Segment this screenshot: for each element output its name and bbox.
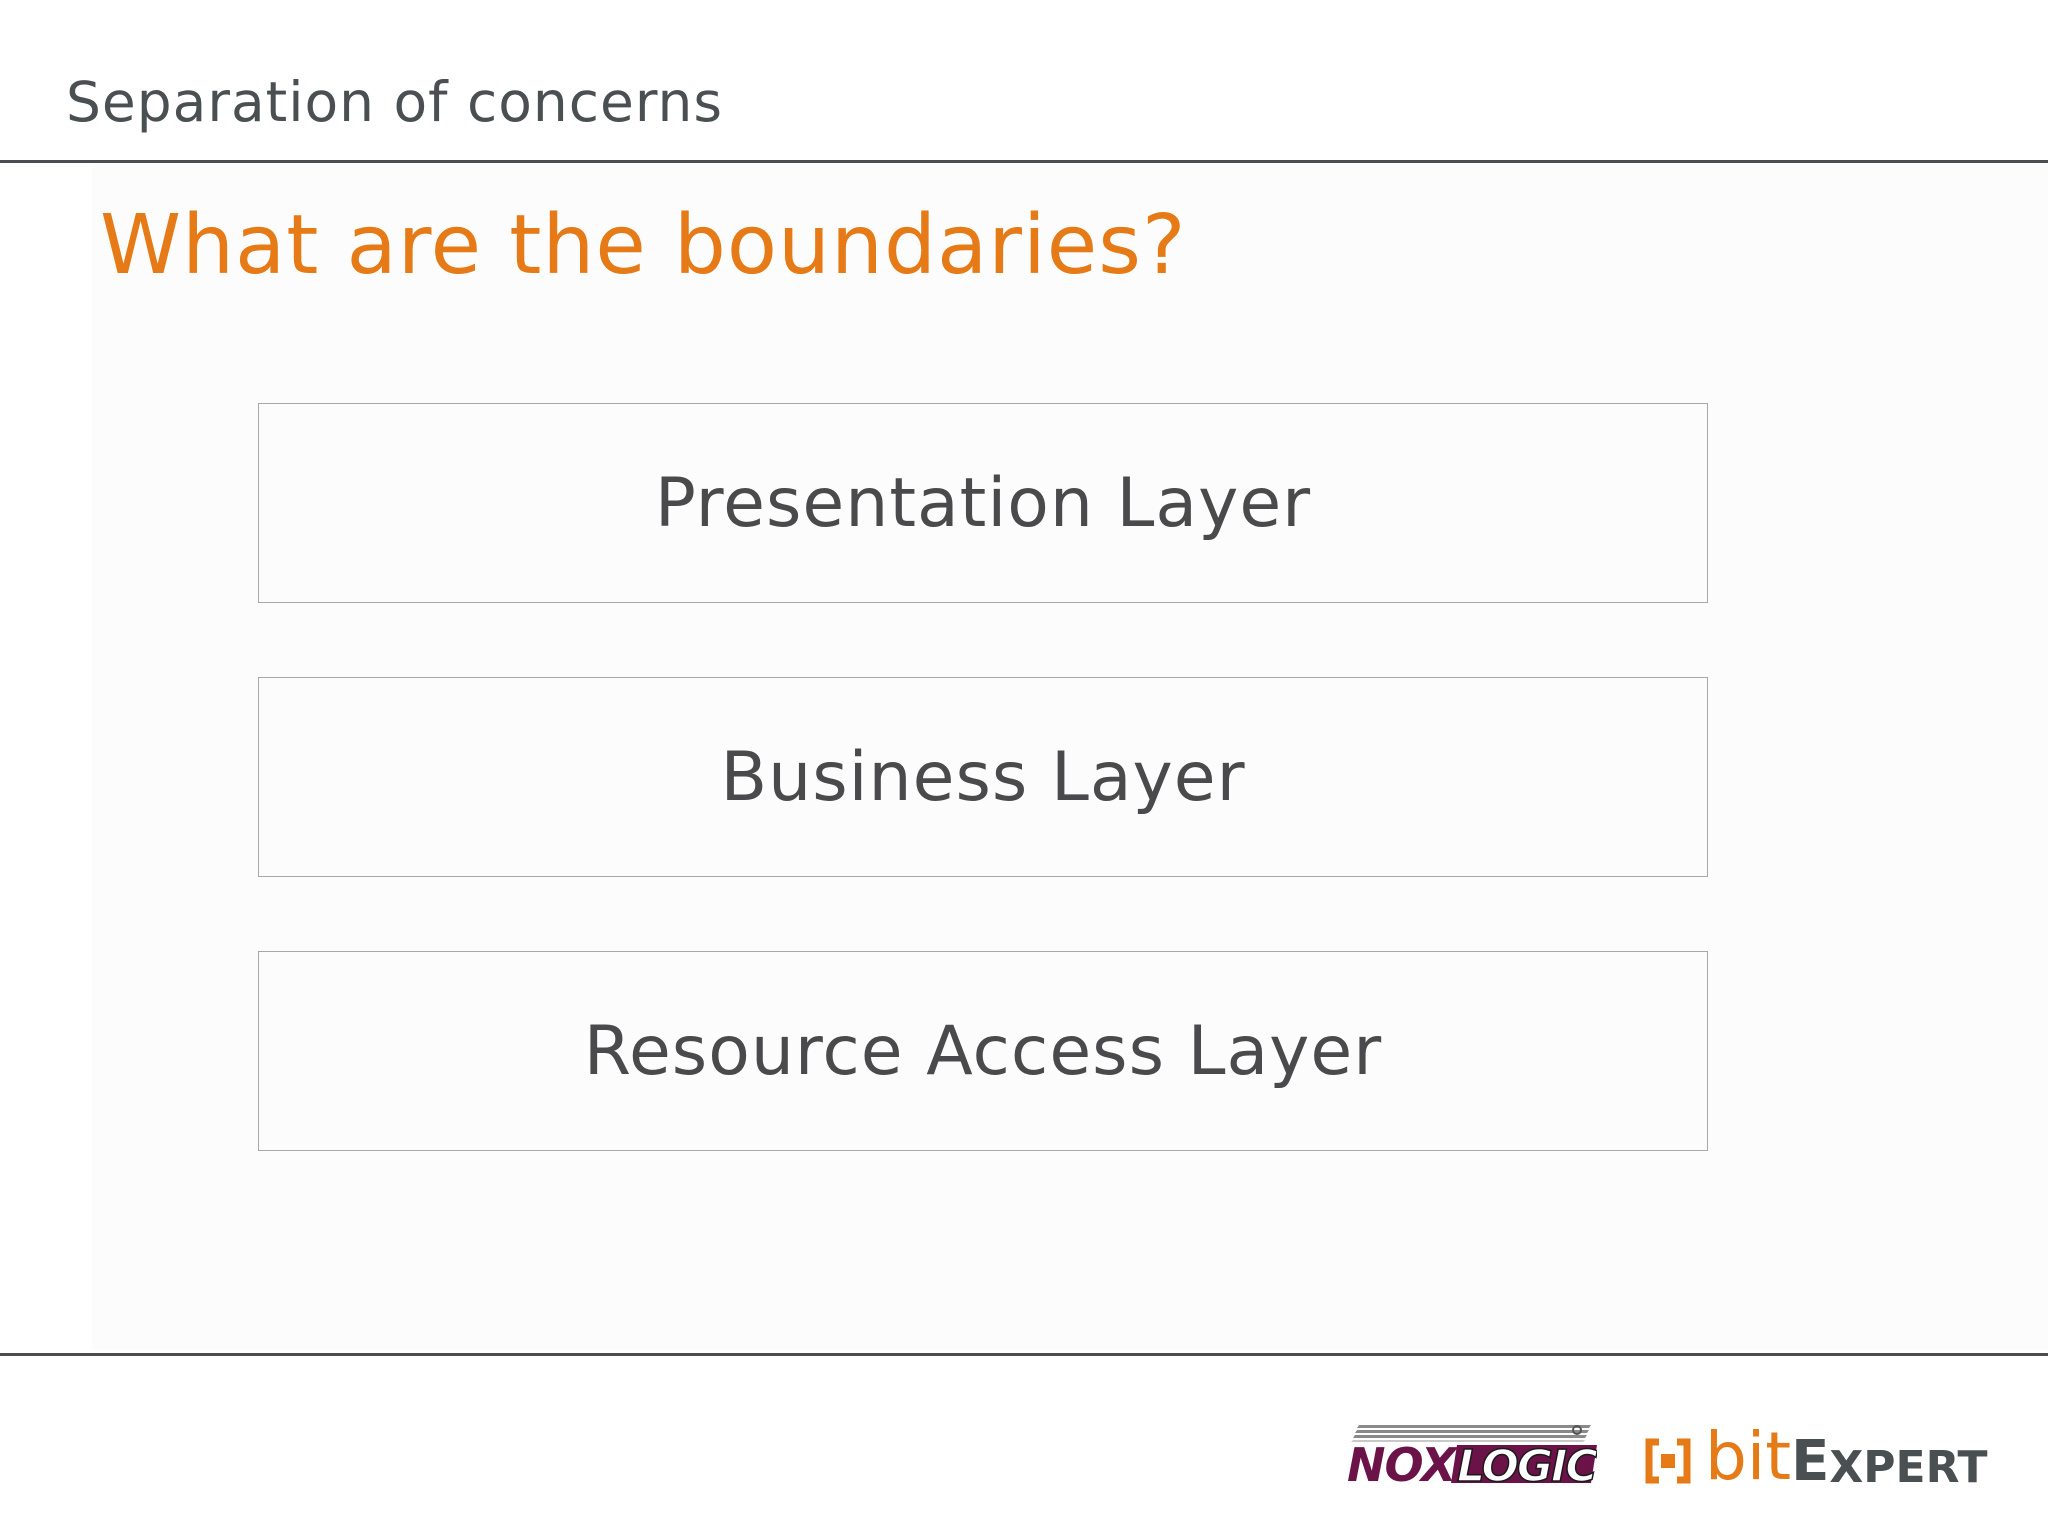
bitexpert-bit-text: bit <box>1705 1418 1792 1495</box>
section-title: Separation of concerns <box>66 70 723 134</box>
bitexpert-bracket-icon <box>1645 1438 1691 1484</box>
svg-text:NOX: NOX <box>1347 1438 1459 1485</box>
bitexpert-expert-initial: E <box>1791 1429 1830 1494</box>
layer-label: Presentation Layer <box>654 463 1312 543</box>
bitexpert-expert-rest: XPERT <box>1829 1442 1988 1493</box>
svg-text:LOGIC: LOGIC <box>1457 1441 1597 1485</box>
slide-headline: What are the boundaries? <box>100 198 1187 293</box>
nox-logic-logo: NOX LOGIC <box>1347 1425 1597 1485</box>
presentation-layer-box: Presentation Layer <box>258 403 1708 603</box>
layer-label: Business Layer <box>720 737 1246 817</box>
header-divider <box>0 160 2048 163</box>
layer-label: Resource Access Layer <box>583 1011 1383 1091</box>
business-layer-box: Business Layer <box>258 677 1708 877</box>
footer-divider <box>0 1353 2048 1356</box>
bitexpert-logo: bit E XPERT <box>1645 1420 1988 1490</box>
resource-access-layer-box: Resource Access Layer <box>258 951 1708 1151</box>
